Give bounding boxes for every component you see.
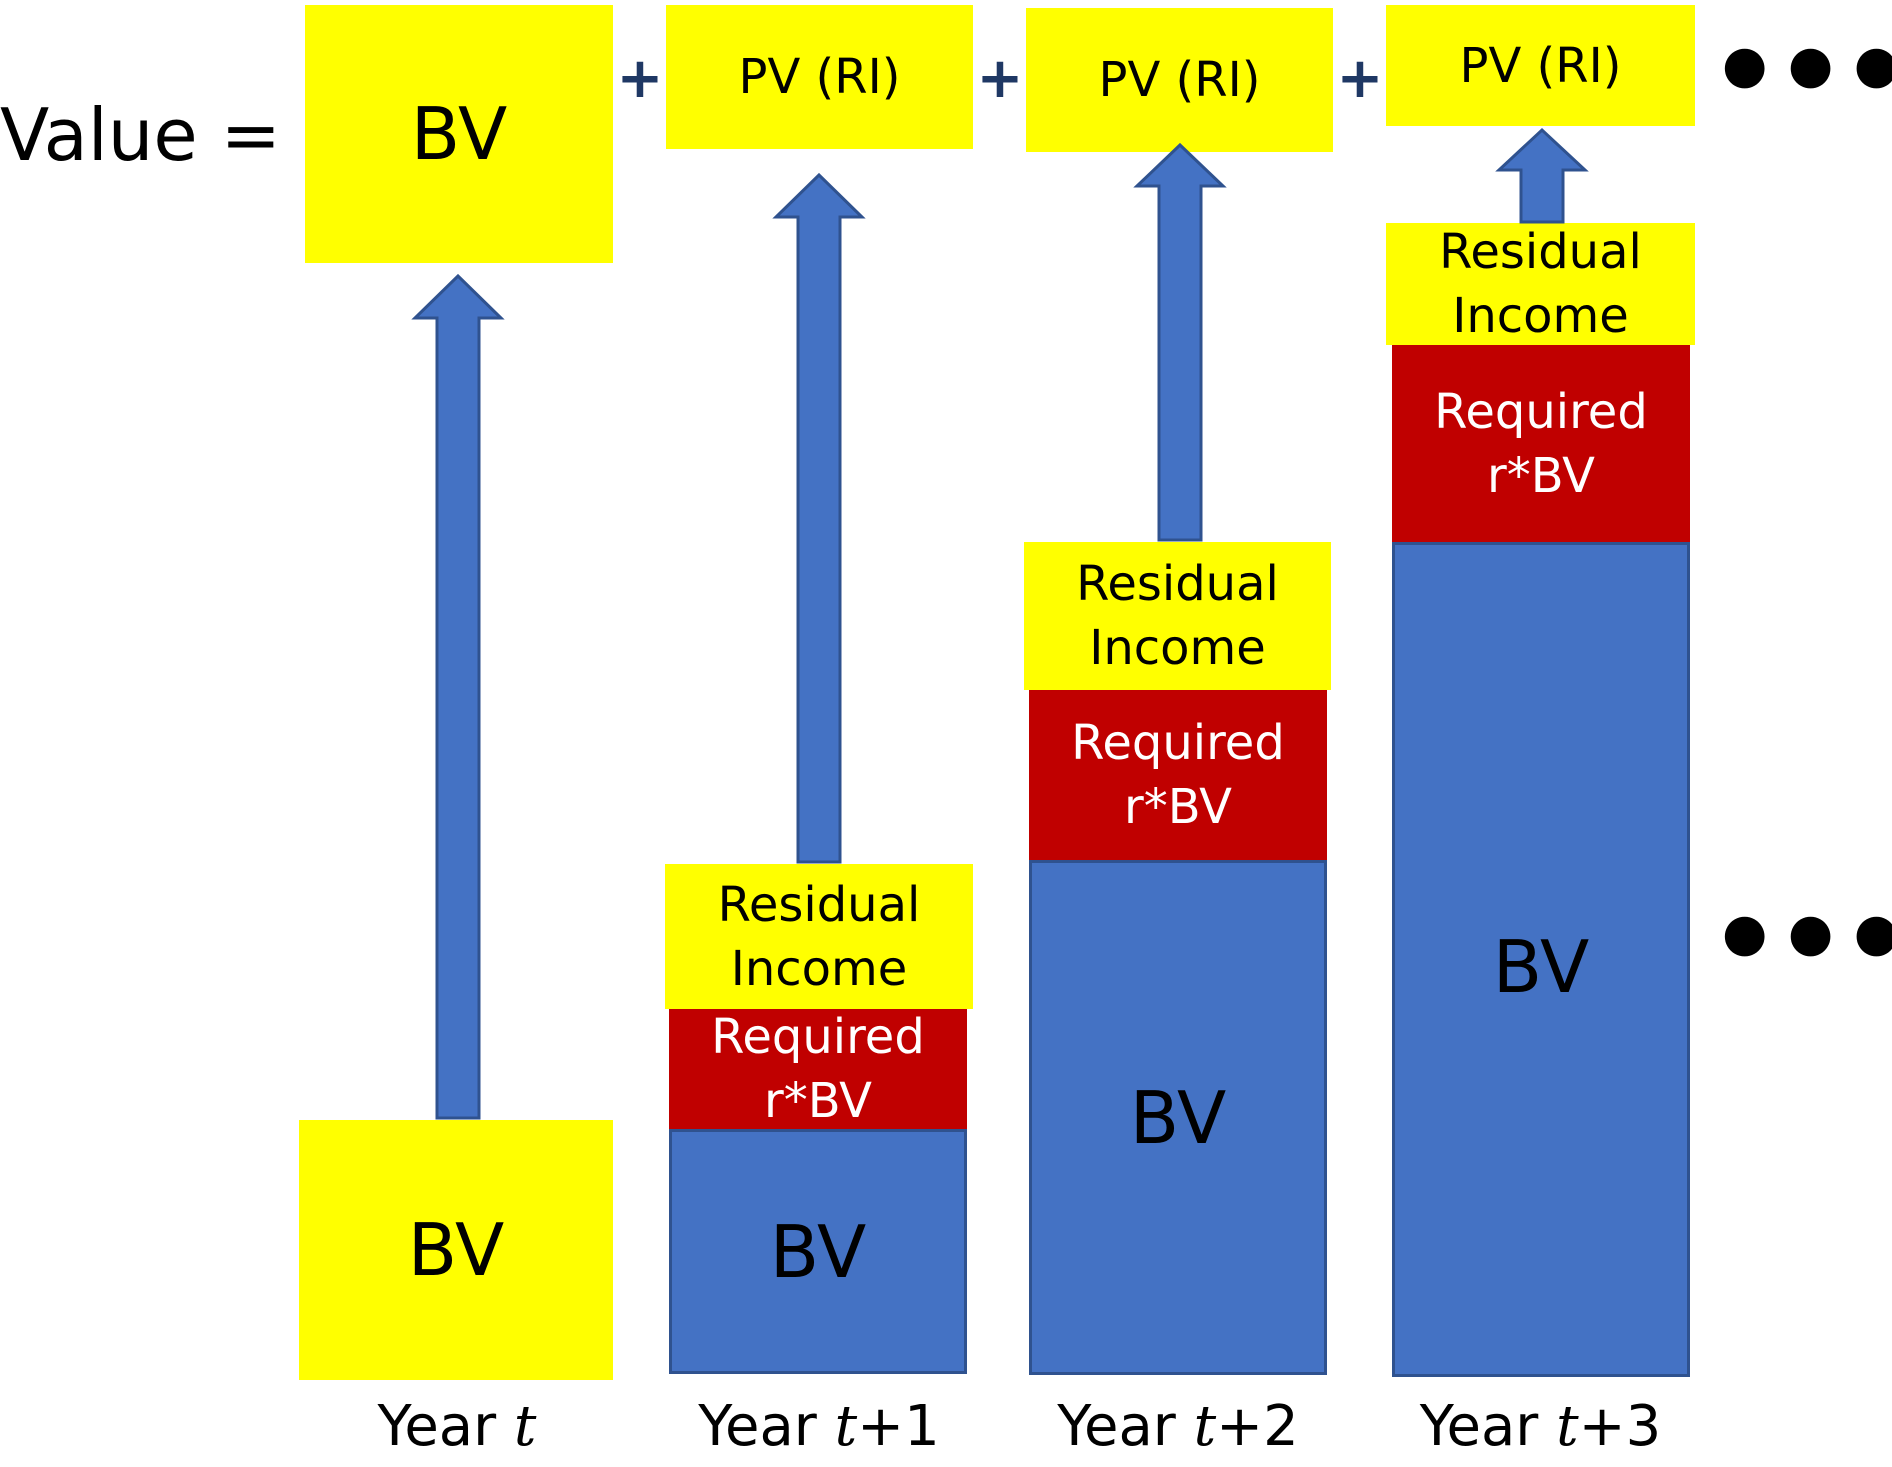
arrow-year-t2-icon xyxy=(1133,142,1227,542)
top-term-bv-label: BV xyxy=(410,92,508,176)
arrow-year-t3-icon xyxy=(1495,127,1589,224)
bv-block-year-t1: BV xyxy=(669,1129,967,1374)
residual-income-year-t1: Residual Income xyxy=(665,864,973,1009)
top-term-pv-ri-2: PV (RI) xyxy=(1026,8,1333,152)
year-label-t3-prefix: Year xyxy=(1419,1393,1557,1459)
top-term-pv-ri-3: PV (RI) xyxy=(1386,5,1695,126)
req-line1-year-t1: Required xyxy=(711,1009,925,1065)
ri-line2-year-t1: Income xyxy=(730,940,908,997)
year-label-t2-prefix: Year xyxy=(1057,1393,1194,1459)
year-label-t1-var: t xyxy=(834,1393,858,1459)
arrow-year-t1-icon xyxy=(772,172,866,864)
bv-block-year-t-label: BV xyxy=(407,1208,505,1292)
top-term-pv-ri-1: PV (RI) xyxy=(666,5,973,149)
req-line2-year-t2: r*BV xyxy=(1123,779,1233,835)
year-label-t2-suffix: +2 xyxy=(1216,1393,1299,1459)
plus-operator-3: + xyxy=(1336,45,1384,111)
top-term-pv-ri-3-label: PV (RI) xyxy=(1459,37,1622,94)
req-line1-year-t2: Required xyxy=(1071,715,1285,771)
req-line1-year-t3: Required xyxy=(1434,383,1648,440)
year-label-t1: Year t+1 xyxy=(665,1390,973,1462)
bv-block-year-t1-label: BV xyxy=(769,1209,867,1294)
bv-block-year-t: BV xyxy=(299,1120,613,1380)
req-line2-year-t1: r*BV xyxy=(763,1073,873,1129)
year-label-t2-var: t xyxy=(1193,1393,1217,1459)
year-label-t3: Year t+3 xyxy=(1386,1390,1695,1462)
required-return-year-t3: Required r*BV xyxy=(1392,345,1690,542)
ri-line1-year-t1: Residual xyxy=(717,876,921,933)
arrow-year-t-icon xyxy=(411,273,505,1120)
plus-operator-1: + xyxy=(616,45,664,111)
year-label-t3-var: t xyxy=(1556,1393,1579,1459)
year-label-t: Year t xyxy=(300,1390,614,1462)
top-term-pv-ri-1-label: PV (RI) xyxy=(738,49,901,105)
ri-line2-year-t3: Income xyxy=(1452,288,1629,344)
bv-block-year-t3-label: BV xyxy=(1492,925,1590,1009)
required-return-year-t2: Required r*BV xyxy=(1029,690,1327,860)
bv-block-year-t2-label: BV xyxy=(1129,1075,1227,1160)
year-label-t3-suffix: +3 xyxy=(1578,1393,1662,1459)
year-label-t1-prefix: Year xyxy=(698,1393,835,1459)
residual-income-year-t3: Residual Income xyxy=(1386,223,1695,345)
value-equals-label: Value = xyxy=(0,93,281,177)
ri-line1-year-t3: Residual xyxy=(1439,224,1642,280)
plus-operator-2: + xyxy=(976,45,1024,111)
top-term-pv-ri-2-label: PV (RI) xyxy=(1098,52,1261,108)
ellipsis-top: ● ● ● xyxy=(1722,35,1892,95)
year-label-t-prefix: Year xyxy=(377,1393,514,1459)
residual-income-year-t2: Residual Income xyxy=(1024,542,1331,690)
year-label-t1-suffix: +1 xyxy=(857,1393,940,1459)
ri-line1-year-t2: Residual xyxy=(1076,556,1279,612)
bv-block-year-t2: BV xyxy=(1029,860,1327,1375)
required-return-year-t1: Required r*BV xyxy=(669,1009,967,1129)
ri-line2-year-t2: Income xyxy=(1089,620,1266,676)
top-term-bv: BV xyxy=(305,5,613,263)
req-line2-year-t3: r*BV xyxy=(1486,447,1596,504)
year-label-t2: Year t+2 xyxy=(1024,1390,1332,1462)
ellipsis-bottom: ● ● ● xyxy=(1722,903,1892,963)
bv-block-year-t3: BV xyxy=(1392,542,1690,1377)
year-label-t-var: t xyxy=(513,1393,537,1459)
